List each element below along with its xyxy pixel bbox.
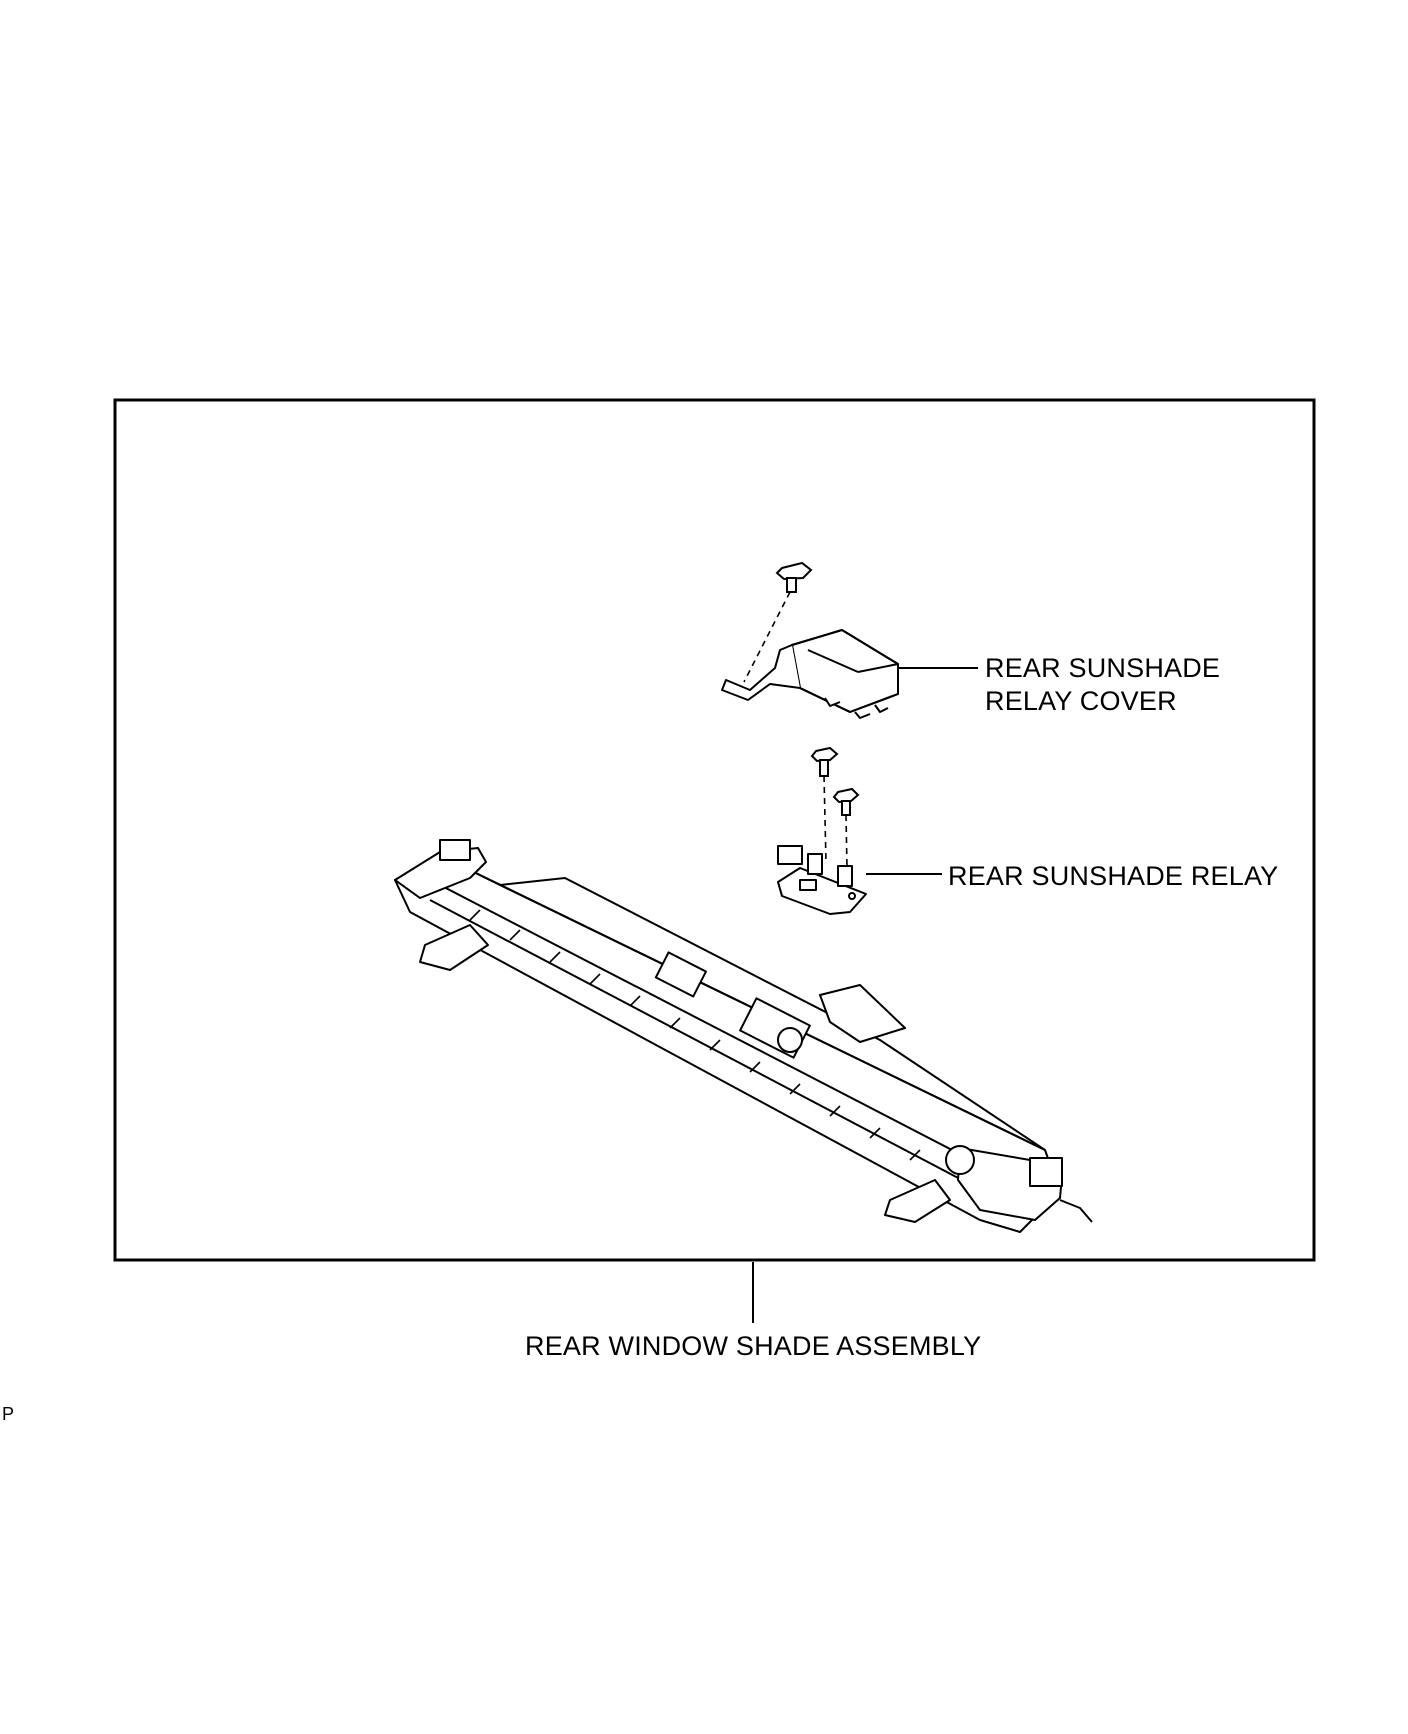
diagram-frame: [113, 398, 1316, 1262]
figure-code: P: [2, 1404, 15, 1424]
relay-board-part: [777, 845, 867, 915]
label-rear-window-shade-assembly: REAR WINDOW SHADE ASSEMBLY: [525, 1331, 982, 1361]
label-rear-sunshade-relay-cover: REAR SUNSHADE RELAY COVER: [985, 652, 1220, 718]
label-relay-cover-line1: REAR SUNSHADE: [985, 653, 1221, 683]
shade-assembly-part: [394, 839, 1093, 1233]
cover-bolt-dashed-line: [743, 591, 791, 683]
label-relay-cover-line2: RELAY COVER: [985, 686, 1177, 716]
label-rear-sunshade-relay: REAR SUNSHADE RELAY: [948, 861, 1279, 891]
relay-screw-2-icon: [832, 787, 860, 816]
relay-screw-1-dashed-line: [823, 775, 827, 863]
shade-assembly-ribs: [469, 909, 921, 1161]
relay-screw-2-dashed-line: [845, 814, 848, 869]
cover-bolt-icon: [775, 561, 813, 593]
relay-cover-part: [721, 629, 899, 719]
relay-screw-1-icon: [810, 746, 839, 777]
